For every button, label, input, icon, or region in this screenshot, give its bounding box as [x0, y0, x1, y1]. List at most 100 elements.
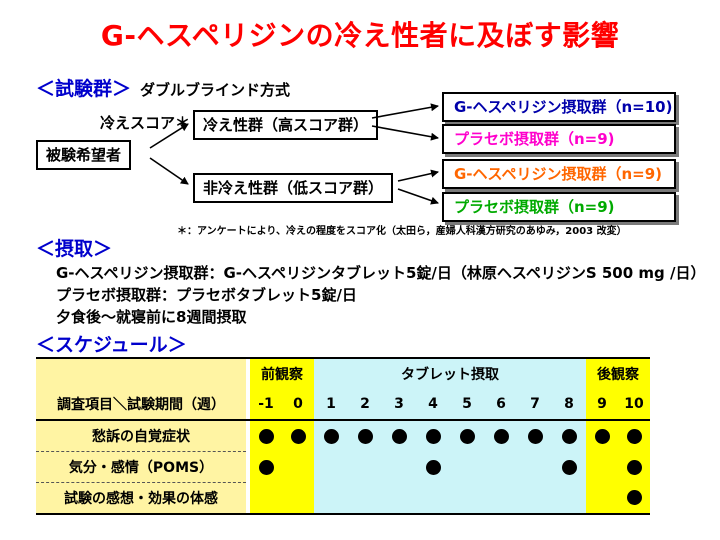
week-cell: -1 [250, 389, 282, 421]
schedule-cell [518, 482, 552, 515]
section-schedule: ＜スケジュール＞ [36, 334, 187, 356]
row-label: 試験の感想・効果の体感 [36, 482, 246, 515]
intake-line-2: プラセボ摂取群：プラセボタブレット5錠/日 [56, 286, 357, 304]
schedule-cell [416, 420, 450, 452]
schedule-cell [552, 420, 586, 452]
low-score-group-box: 非冷え性群（低スコア群） [193, 173, 394, 203]
assessment-dot-icon [626, 428, 642, 444]
assessment-dot-icon [459, 428, 475, 444]
week-cell: 10 [618, 389, 650, 421]
schedule-cell [314, 451, 348, 483]
arrow-to-high-group [149, 123, 189, 149]
week-cell: 8 [552, 389, 586, 421]
assessment-dot-icon [258, 459, 274, 475]
assessment-dot-icon [391, 428, 407, 444]
arrow-to-subgroup-2 [371, 125, 439, 141]
phase-pre-observation: 前観察 [250, 357, 314, 389]
schedule-cell [618, 451, 650, 483]
schedule-cell [382, 451, 416, 483]
assessment-dot-icon [425, 428, 441, 444]
week-cell: 9 [586, 389, 618, 421]
subgroup-label-2: プラセボ摂取群（n=9) [454, 130, 615, 148]
schedule-row: 試験の感想・効果の体感 [36, 482, 650, 515]
subgroup-label-1: G-ヘスペリジン摂取群（n=10) [454, 98, 673, 116]
page-title: G-ヘスペリジンの冷え性者に及ぼす影響 [100, 19, 620, 52]
subgroup-label-3: G-ヘスペリジン摂取群（n=9) [454, 165, 663, 183]
schedule-cell [518, 420, 552, 452]
row-label: 気分・感情（POMS） [36, 451, 246, 483]
assessment-dot-icon [561, 459, 577, 475]
intake-line-3: 夕食後～就寝前に8週間摂取 [56, 308, 247, 326]
schedule-cell [314, 420, 348, 452]
section-intake: ＜摂取＞ [36, 238, 113, 260]
schedule-cell [586, 420, 618, 452]
subgroup-label-4: プラセボ摂取群（n=9) [454, 198, 615, 216]
section-study-groups: ＜試験群＞ [36, 78, 132, 100]
schedule-row: 気分・感情（POMS） [36, 451, 650, 483]
schedule-cell [282, 451, 314, 483]
schedule-cell [484, 482, 518, 515]
assessment-dot-icon [258, 428, 274, 444]
assessment-dot-icon [594, 428, 610, 444]
schedule-table: 前観察 タブレット摂取 後観察 調査項目＼試験期間（週） -1 0 1 2 3 … [36, 357, 650, 515]
schedule-cell [282, 420, 314, 452]
candidates-box: 被験希望者 [36, 140, 132, 170]
intake-line-1: G-ヘスペリジン摂取群：G-ヘスペリジンタブレット5錠/日（林原ヘスペリジンS … [56, 264, 706, 282]
subgroup-box-3: G-ヘスペリジン摂取群（n=9) [442, 159, 676, 189]
schedule-cell [416, 482, 450, 515]
method-label: ダブルブラインド方式 [140, 81, 291, 99]
schedule-cell [618, 420, 650, 452]
week-cell: 6 [484, 389, 518, 421]
phase-tablet-intake: タブレット摂取 [314, 357, 586, 389]
subgroup-box-4: プラセボ摂取群（n=9) [442, 192, 676, 222]
assessment-dot-icon [626, 490, 642, 506]
week-cell: 7 [518, 389, 552, 421]
header-label: 調査項目＼試験期間（週） [36, 389, 246, 421]
schedule-cell [450, 482, 484, 515]
schedule-cell [314, 482, 348, 515]
assessment-dot-icon [290, 428, 306, 444]
flow-arrows [149, 103, 439, 205]
schedule-cell [348, 482, 382, 515]
assessment-dot-icon [561, 428, 577, 444]
assessment-dot-icon [357, 428, 373, 444]
schedule-cell [484, 451, 518, 483]
score-label: 冷えスコア＊ [100, 114, 191, 132]
row-label: 愁訴の自覚症状 [36, 420, 246, 452]
schedule-cell [450, 451, 484, 483]
phase-row: 前観察 タブレット摂取 後観察 [36, 357, 650, 389]
assessment-dot-icon [527, 428, 543, 444]
week-cell: 0 [282, 389, 314, 421]
schedule-cell [382, 420, 416, 452]
assessment-dot-icon [323, 428, 339, 444]
schedule-cell [450, 420, 484, 452]
schedule-cell [552, 482, 586, 515]
arrow-to-subgroup-3 [397, 169, 439, 182]
week-cell: 1 [314, 389, 348, 421]
week-cell: 5 [450, 389, 484, 421]
high-score-group-box: 冷え性群（高スコア群） [193, 110, 379, 140]
arrow-to-low-group [149, 157, 189, 185]
week-cell: 2 [348, 389, 382, 421]
phase-post-observation: 後観察 [586, 357, 650, 389]
week-cell: 4 [416, 389, 450, 421]
schedule-cell [348, 420, 382, 452]
schedule-cell [518, 451, 552, 483]
schedule-cell [348, 451, 382, 483]
schedule-cell [382, 482, 416, 515]
schedule-cell [618, 482, 650, 515]
assessment-dot-icon [626, 459, 642, 475]
schedule-cell [552, 451, 586, 483]
schedule-cell [250, 482, 282, 515]
schedule-cell [484, 420, 518, 452]
subgroup-box-1: G-ヘスペリジン摂取群（n=10) [442, 92, 676, 122]
footnote: ＊：アンケートにより、冷えの程度をスコア化（太田ら，産婦人科漢方研究のあゆみ，2… [177, 226, 627, 237]
arrow-to-subgroup-1 [371, 103, 439, 119]
arrow-to-subgroup-4 [397, 188, 439, 205]
schedule-cell [586, 482, 618, 515]
schedule-cell [416, 451, 450, 483]
schedule-cell [250, 420, 282, 452]
week-cell: 3 [382, 389, 416, 421]
schedule-cell [282, 482, 314, 515]
subgroup-box-2: プラセボ摂取群（n=9) [442, 124, 676, 154]
